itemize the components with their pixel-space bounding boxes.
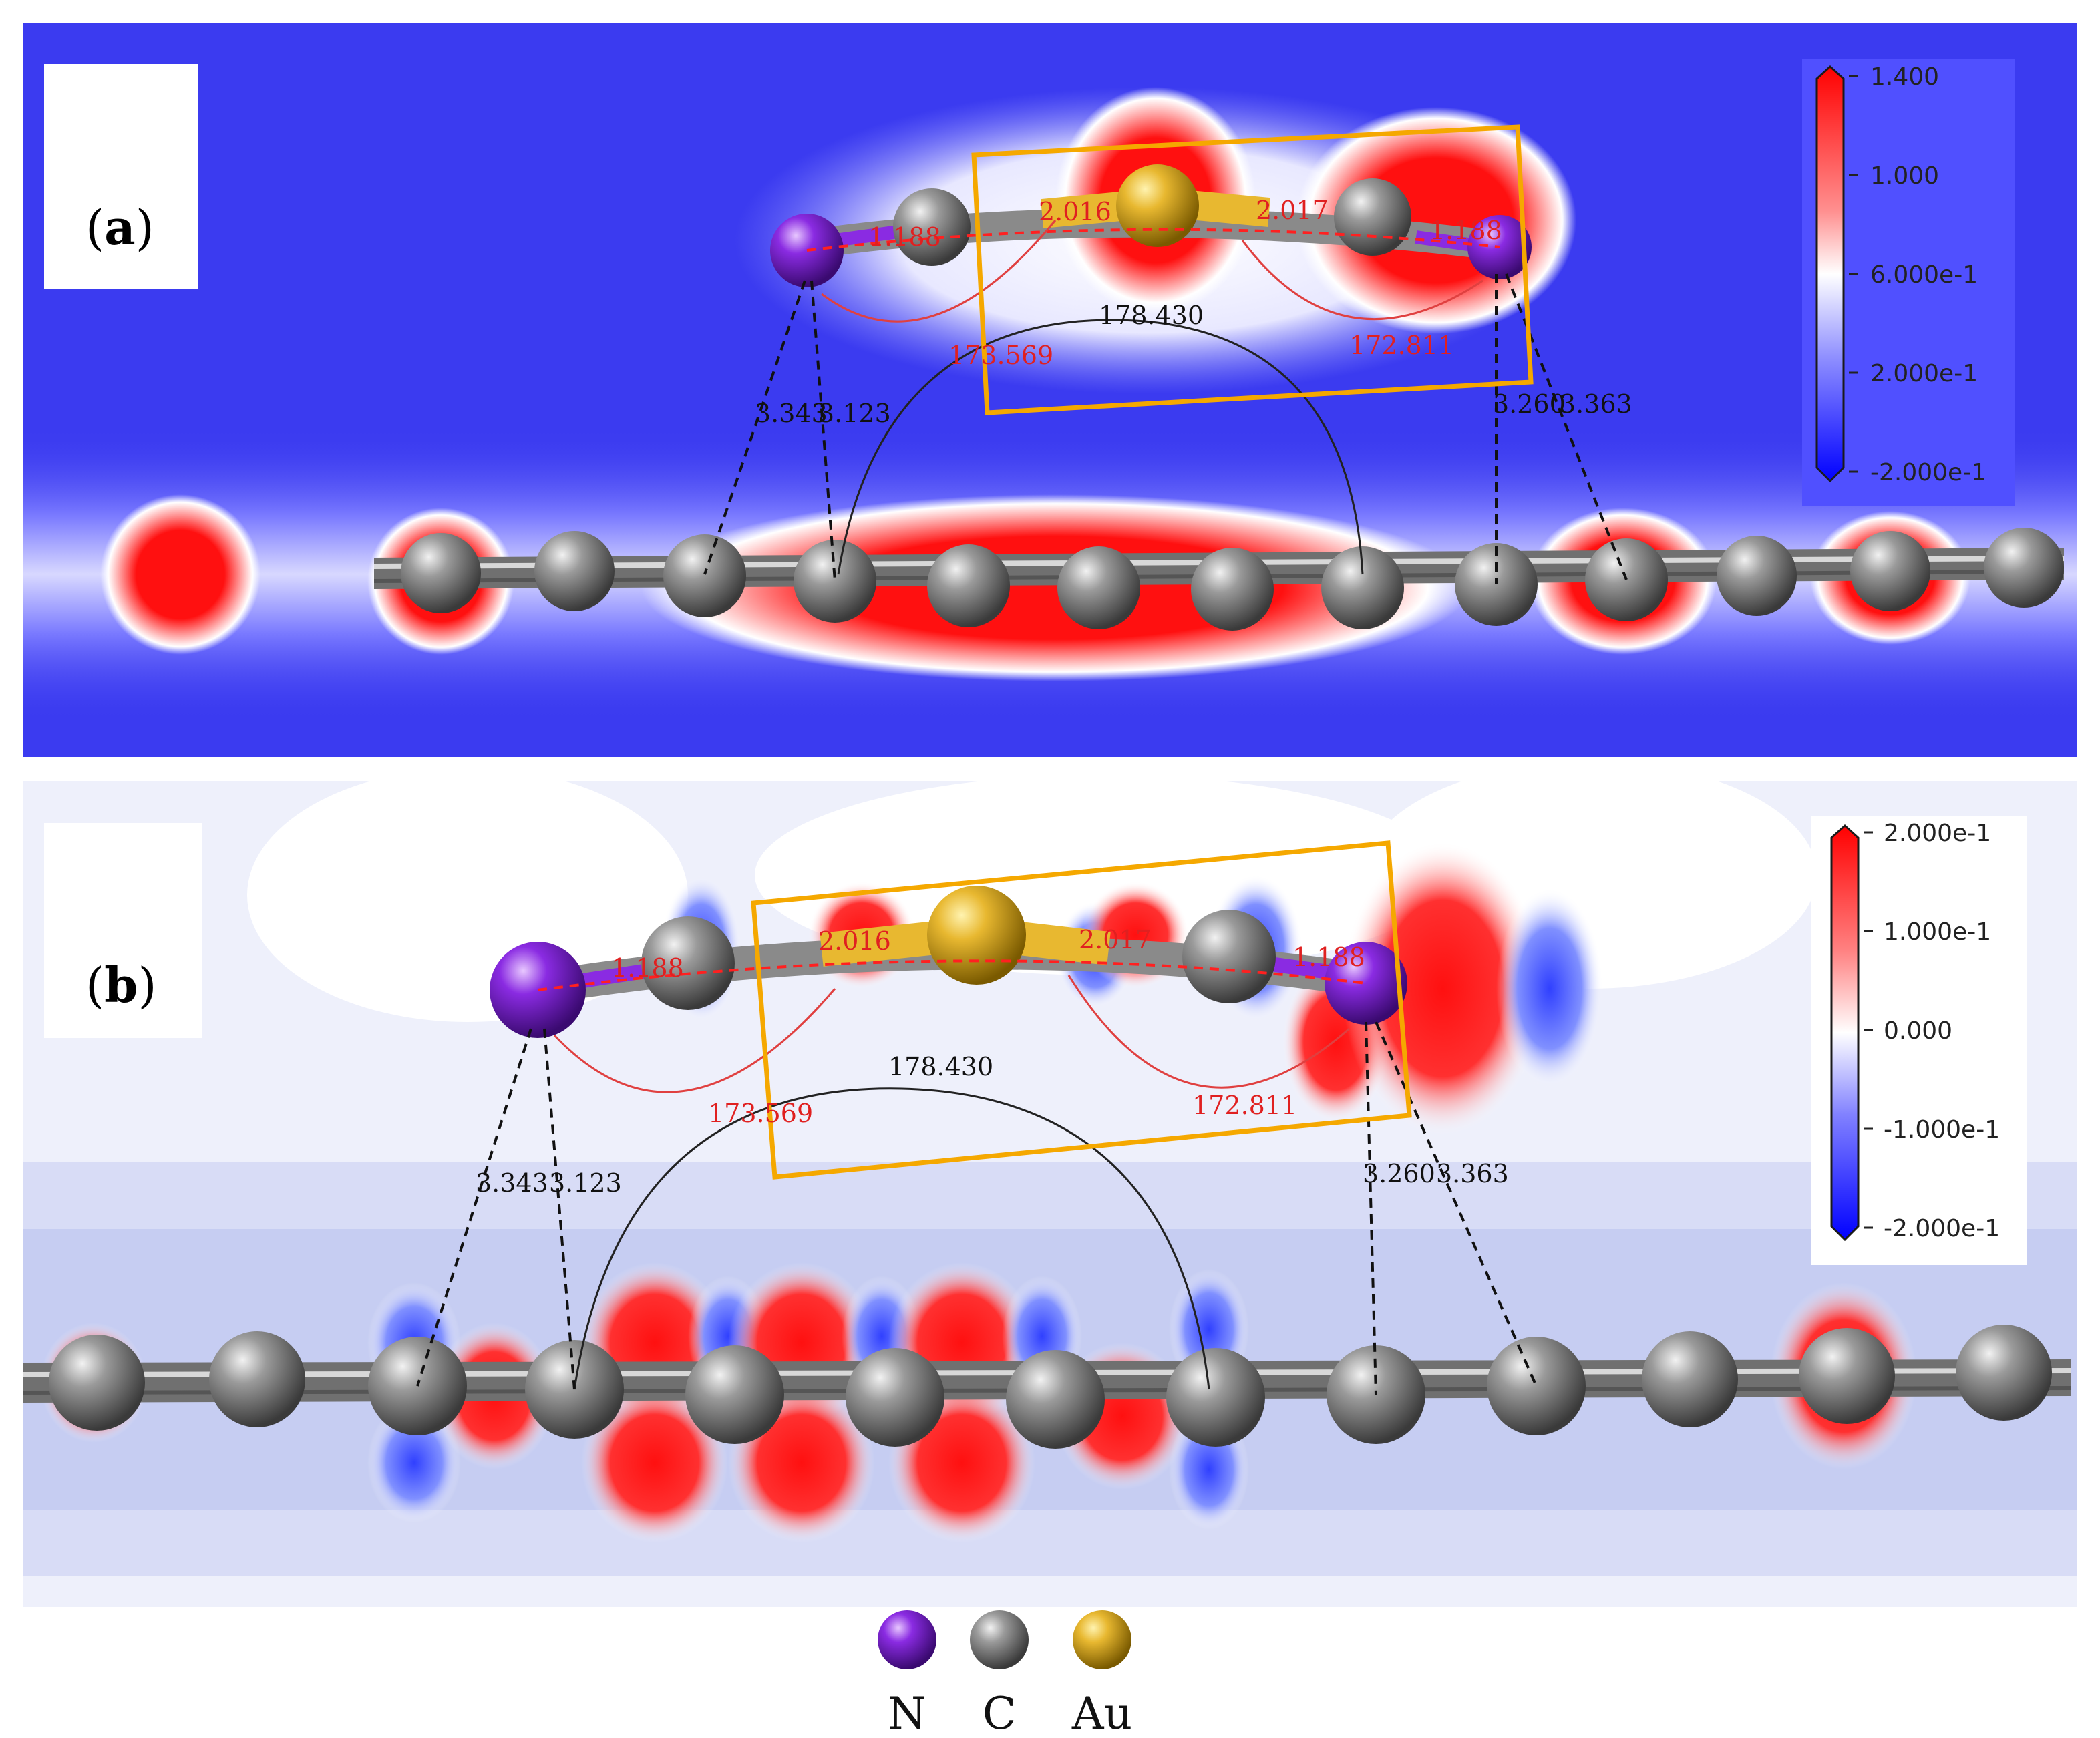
panel-b-carbon-atoms: [49, 1325, 2052, 1449]
panel-a-measure-labels: 1.188 2.016 2.017 1.188 173.569 178.430 …: [755, 196, 1632, 428]
angle-label: 172.811: [1349, 331, 1454, 360]
carbon-atom: [1717, 536, 1797, 616]
carbon-atom: [1006, 1350, 1105, 1449]
panel-b-highlight-box: [751, 840, 1412, 1180]
panel-a-colorbar: 1.400 1.000 6.000e-1 2.000e-1 -2.000e-1: [1802, 59, 2015, 506]
distance-label: 3.343: [755, 399, 828, 428]
carbon-atom: [1956, 1325, 2052, 1421]
carbon-atom: [1057, 546, 1140, 629]
carbon-atom: [1850, 531, 1930, 611]
carbon-atom: [663, 534, 746, 617]
panel-b-measure-labels: 1.188 2.016 2.017 1.188 173.569 178.430 …: [476, 925, 1509, 1198]
panel-b-colorbar: 2.000e-1 1.000e-1 0.000 -1.000e-1 -2.000…: [1811, 816, 2027, 1265]
bond-length-label: 1.188: [1429, 216, 1502, 245]
panel-a-highlight-box: [971, 124, 1534, 415]
panel-b-angle-arcs: [553, 975, 1350, 1390]
legend-item-carbon: C: [970, 1610, 1029, 1738]
panel-a: 1.188 2.016 2.017 1.188 173.569 178.430 …: [23, 23, 2077, 757]
colorbar-tick-label: -2.000e-1: [1884, 1215, 2000, 1242]
colorbar-tick-label: 1.000: [1870, 162, 1939, 190]
carbon-atom: [1334, 178, 1411, 256]
panel-b-graphene-chain: [22, 1325, 2071, 1449]
gold-atom: [927, 886, 1026, 985]
carbon-atom: [927, 544, 1010, 627]
carbon-atom: [1191, 548, 1274, 631]
legend-label-carbon: C: [983, 1688, 1017, 1738]
bond-length-label: 2.017: [1079, 925, 1152, 954]
bond-length-label: 1.188: [868, 222, 941, 252]
bond-length-label: 1.188: [1292, 942, 1365, 972]
colorbar-tick-label: 1.000e-1: [1884, 918, 1991, 946]
angle-label: 173.569: [708, 1099, 813, 1128]
panel-b-label-box: [44, 823, 202, 1038]
carbon-atom: [794, 540, 876, 623]
carbon-atom: [1166, 1348, 1265, 1447]
angle-label: 178.430: [1099, 301, 1204, 330]
carbon-atom: [401, 533, 481, 613]
carbon-atom: [1799, 1328, 1895, 1424]
panel-b-colorbar-ticks: 2.000e-1 1.000e-1 0.000 -1.000e-1 -2.000…: [1864, 820, 2000, 1242]
carbon-atom: [1182, 910, 1276, 1003]
carbon-atom: [685, 1345, 784, 1444]
angle-label: 172.811: [1192, 1091, 1297, 1120]
angle-label: 178.430: [888, 1052, 993, 1081]
gold-atom: [1116, 164, 1199, 247]
distance-label: 3.363: [1560, 389, 1632, 419]
carbon-atom: [893, 188, 971, 266]
carbon-atom: [1487, 1337, 1586, 1435]
distance-label: 3.343: [476, 1168, 548, 1198]
legend-item-gold: Au: [1071, 1610, 1132, 1738]
legend-label-nitrogen: N: [888, 1688, 926, 1738]
carbon-atom: [1642, 1331, 1738, 1427]
colorbar-tick-label: -2.000e-1: [1870, 459, 1986, 486]
colorbar-tick-label: 6.000e-1: [1870, 261, 1978, 289]
distance-label: 3.123: [549, 1168, 622, 1198]
carbon-atom: [49, 1335, 145, 1431]
legend-item-nitrogen: N: [878, 1610, 936, 1738]
panel-b-molecule: [490, 886, 1407, 1038]
colorbar-tick-label: 2.000e-1: [1884, 820, 1991, 847]
bond-length-label: 2.017: [1256, 196, 1329, 225]
angle-label: 173.569: [948, 341, 1053, 370]
nitrogen-swatch: [878, 1610, 936, 1669]
panel-b-distance-lines: [416, 1021, 1538, 1395]
carbon-atom: [1321, 546, 1404, 629]
nitrogen-atom: [1325, 942, 1407, 1025]
panel-b-label: (b): [85, 957, 157, 1013]
distance-label: 3.123: [818, 399, 891, 428]
carbon-atom: [1984, 528, 2064, 608]
carbon-atom: [534, 531, 615, 611]
panel-a-label: (a): [85, 199, 154, 256]
carbon-atom: [846, 1348, 944, 1447]
panel-a-label-box: [44, 64, 198, 289]
bond-length-label: 2.016: [1039, 197, 1111, 226]
distance-label: 3.363: [1436, 1159, 1509, 1188]
panel-a-carbon-atoms: [401, 528, 2064, 631]
colorbar-tick-label: 2.000e-1: [1870, 360, 1978, 387]
colorbar-tick-label: 1.400: [1870, 63, 1939, 91]
atom-legend: N C Au: [878, 1610, 1132, 1738]
carbon-atom: [641, 916, 735, 1010]
panel-a-colorbar-ticks: 1.400 1.000 6.000e-1 2.000e-1 -2.000e-1: [1849, 63, 1986, 486]
panel-a-angle-arcs: [821, 220, 1483, 575]
distance-label: 3.260: [1363, 1159, 1435, 1188]
carbon-swatch: [970, 1610, 1029, 1669]
bond-length-label: 2.016: [818, 926, 891, 956]
legend-label-gold: Au: [1071, 1688, 1132, 1738]
distance-label: 3.260: [1493, 389, 1566, 419]
panel-a-graphene-chain: [373, 528, 2065, 631]
panel-b: 1.188 2.016 2.017 1.188 173.569 178.430 …: [22, 761, 2077, 1607]
colorbar-tick-label: 0.000: [1884, 1017, 1952, 1045]
carbon-atom: [209, 1331, 305, 1427]
panel-a-molecule: [770, 164, 1532, 287]
gold-swatch: [1073, 1610, 1131, 1669]
colorbar-tick-label: -1.000e-1: [1884, 1116, 2000, 1144]
bond-length-label: 1.188: [611, 953, 684, 983]
